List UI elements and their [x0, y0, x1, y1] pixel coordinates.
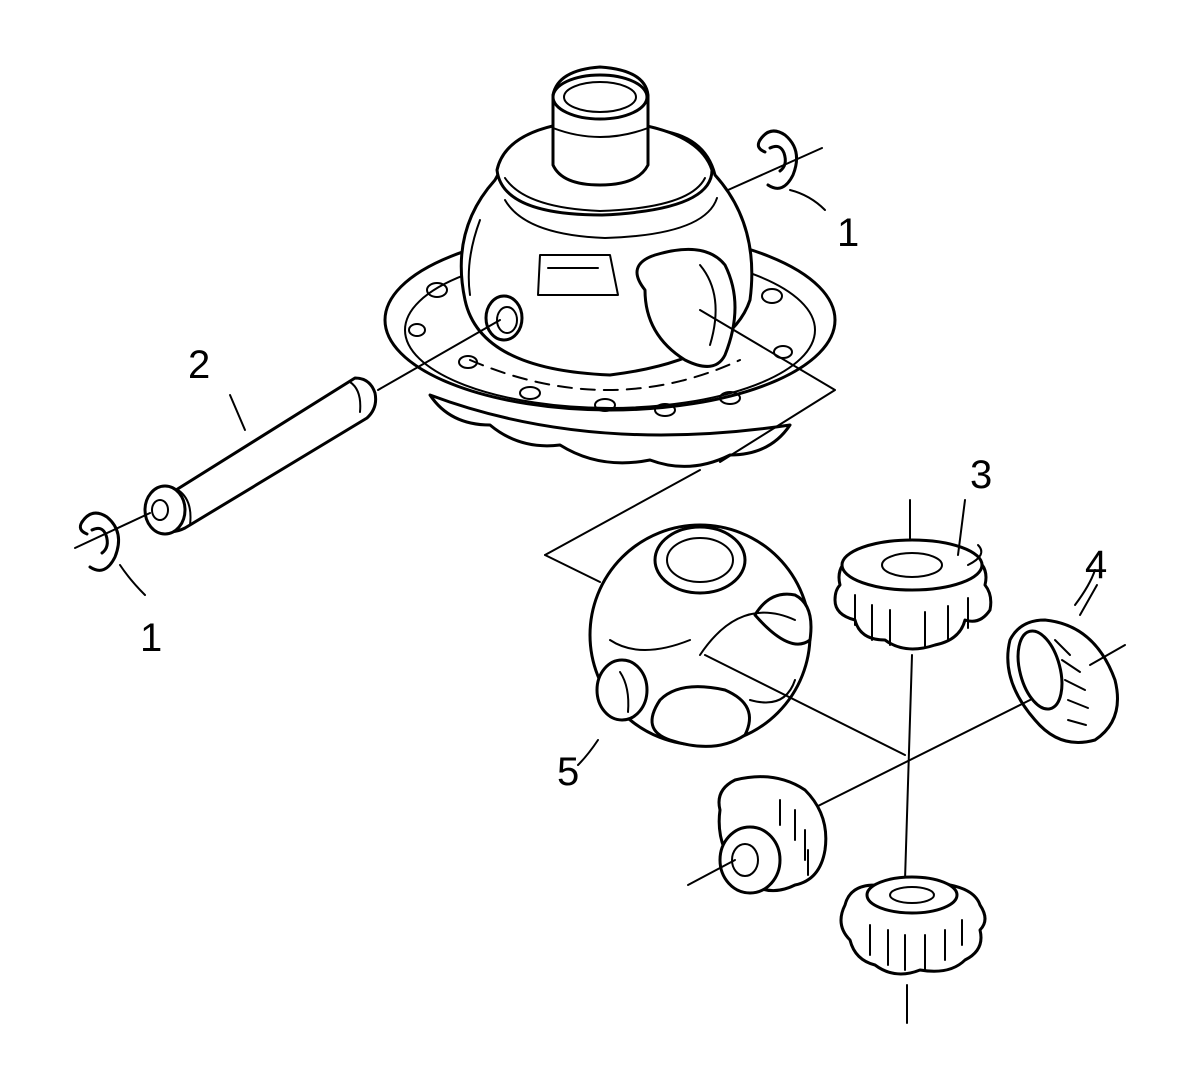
cross-pin — [143, 319, 501, 536]
callout-2: 2 — [188, 343, 211, 387]
callout-4: 4 — [1085, 543, 1108, 587]
callout-3: 3 — [970, 453, 993, 497]
side-gear-bottom — [839, 875, 987, 1024]
differential-case — [383, 65, 837, 468]
callout-1-top: 1 — [837, 211, 860, 255]
differential-spider — [577, 523, 906, 766]
side-gear-top — [833, 499, 993, 881]
retaining-clip-top — [727, 129, 826, 211]
retaining-clip-left — [74, 511, 151, 596]
pinion-gear-left — [687, 775, 828, 895]
callout-1-left: 1 — [140, 616, 163, 660]
pinion-gear-right — [799, 569, 1126, 816]
callout-5: 5 — [557, 750, 580, 794]
